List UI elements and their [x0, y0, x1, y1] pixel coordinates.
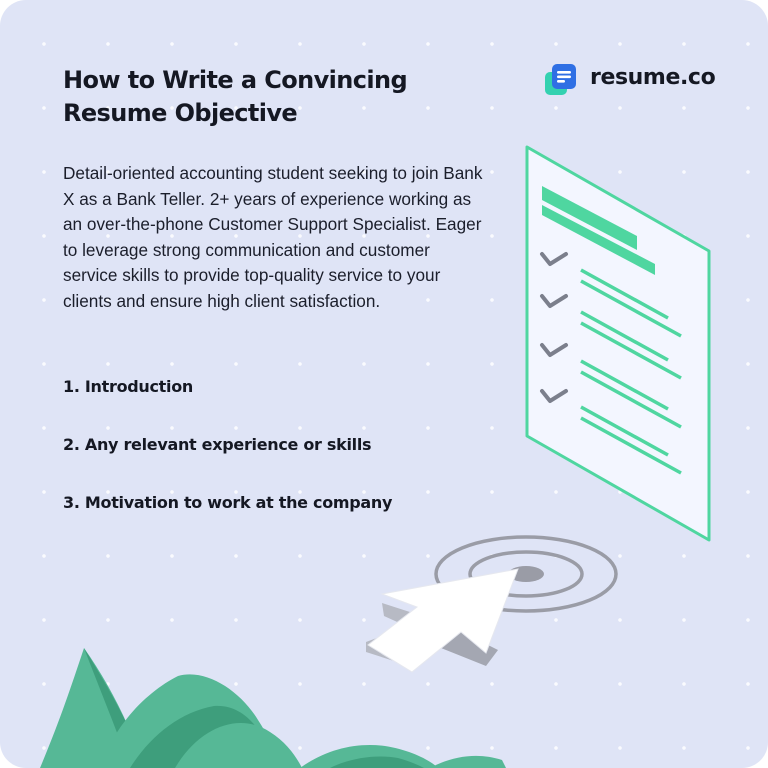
cursor-arrow-icon	[366, 568, 519, 673]
leaves-icon	[40, 648, 506, 768]
page-title: How to Write a Convincing Resume Objecti…	[63, 64, 443, 130]
checkmark-icon	[540, 252, 568, 266]
title-line-2: Resume Objective	[63, 99, 298, 127]
checkmark-icon	[540, 389, 568, 403]
checkmark-icon	[540, 343, 568, 357]
resume-document-icon	[525, 145, 711, 542]
checkmark-icon	[540, 294, 568, 308]
brand[interactable]: resume.co	[544, 63, 734, 99]
objective-text: Detail-oriented accounting student seeki…	[63, 163, 483, 311]
brand-name: resume.co	[590, 65, 716, 90]
step-introduction: 1. Introduction	[63, 377, 194, 396]
step-experience-skills: 2. Any relevant experience or skills	[63, 435, 372, 454]
resume-co-logo-icon	[545, 64, 576, 95]
step-motivation: 3. Motivation to work at the company	[63, 493, 393, 512]
title-line-1: How to Write a Convincing	[63, 66, 408, 94]
